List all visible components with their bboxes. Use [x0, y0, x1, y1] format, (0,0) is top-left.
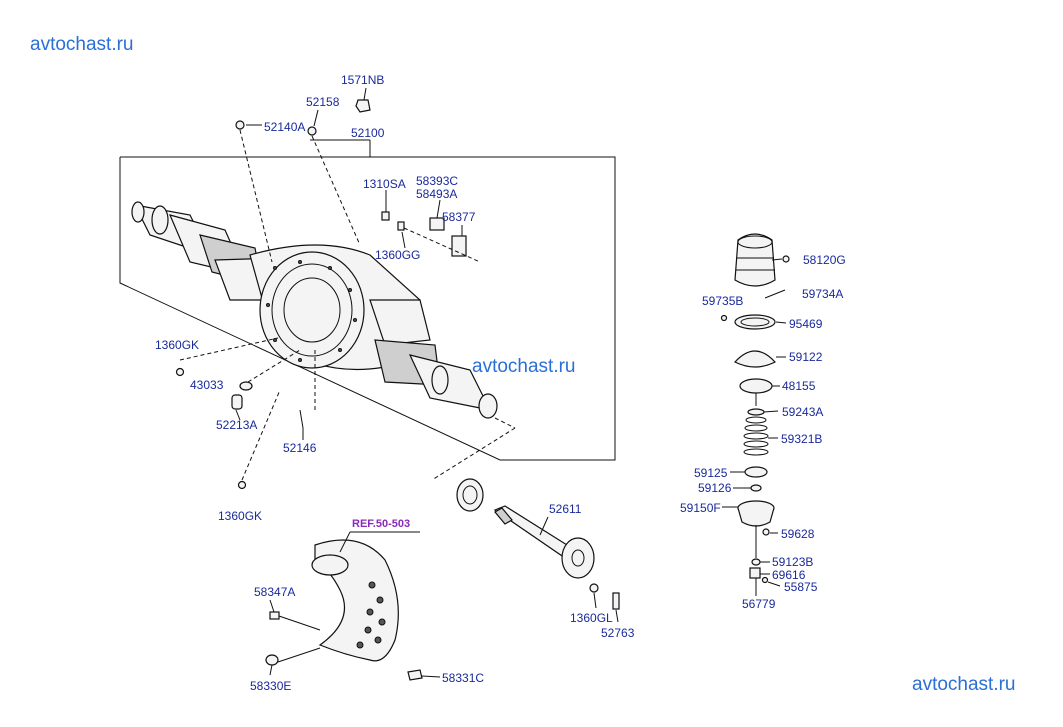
reference-label: REF.50-503 — [352, 518, 410, 530]
part-label-59122: 59122 — [789, 350, 823, 364]
part-label-59125: 59125 — [694, 466, 728, 480]
watermark-bottom-right: avtochast.ru — [912, 674, 1016, 695]
part-label-59123B: 59123B — [772, 555, 813, 569]
part-label-58377: 58377 — [442, 210, 476, 224]
part-label-58330E: 58330E — [250, 679, 291, 693]
axle-shaft-illustration — [456, 478, 620, 623]
part-label-59735B: 59735B — [702, 294, 743, 308]
watermark-top-left: avtochast.ru — [30, 34, 134, 55]
part-label-1360GG: 1360GG — [375, 248, 420, 262]
part-label-52100: 52100 — [351, 126, 385, 140]
part-label-56779: 56779 — [742, 597, 776, 611]
brake-plate-illustration — [265, 531, 441, 681]
part-label-59150F: 59150F — [680, 501, 721, 515]
watermark-center: avtochast.ru — [472, 356, 576, 377]
part-label-1360GK-upper: 1360GK — [155, 338, 199, 352]
part-label-59321B: 59321B — [781, 432, 822, 446]
part-label-52146: 52146 — [283, 441, 317, 455]
part-label-69616: 69616 — [772, 568, 806, 582]
part-label-58331C: 58331C — [442, 671, 484, 685]
axle-housing-frame — [119, 139, 616, 461]
part-label-52763: 52763 — [601, 626, 635, 640]
part-label-58393C: 58393C — [416, 174, 458, 188]
part-label-59243A: 59243A — [782, 405, 823, 419]
housing-leaders — [179, 87, 516, 481]
part-label-43033: 43033 — [190, 378, 224, 392]
part-label-52213A: 52213A — [216, 418, 257, 432]
part-label-1571NB: 1571NB — [341, 73, 384, 87]
axle-housing-illustration — [131, 201, 498, 419]
part-label-52140A: 52140A — [264, 120, 305, 134]
part-label-95469: 95469 — [789, 317, 823, 331]
part-label-55875: 55875 — [784, 580, 818, 594]
part-label-1360GK-lower: 1360GK — [218, 509, 262, 523]
part-label-1360GL: 1360GL — [570, 611, 613, 625]
bump-stop-illustration — [720, 233, 790, 596]
part-label-52158: 52158 — [306, 95, 340, 109]
part-label-59126: 59126 — [698, 481, 732, 495]
part-labels: 1571NB 52158 52140A 52100 1310SA 58393C … — [155, 73, 846, 693]
part-label-59628: 59628 — [781, 527, 815, 541]
part-label-58120G: 58120G — [803, 253, 846, 267]
part-label-59734A: 59734A — [802, 287, 843, 301]
part-label-58493A: 58493A — [416, 187, 457, 201]
part-label-48155: 48155 — [782, 379, 816, 393]
part-label-52611: 52611 — [549, 502, 582, 516]
part-label-1310SA: 1310SA — [363, 177, 406, 191]
part-label-58347A: 58347A — [254, 585, 295, 599]
